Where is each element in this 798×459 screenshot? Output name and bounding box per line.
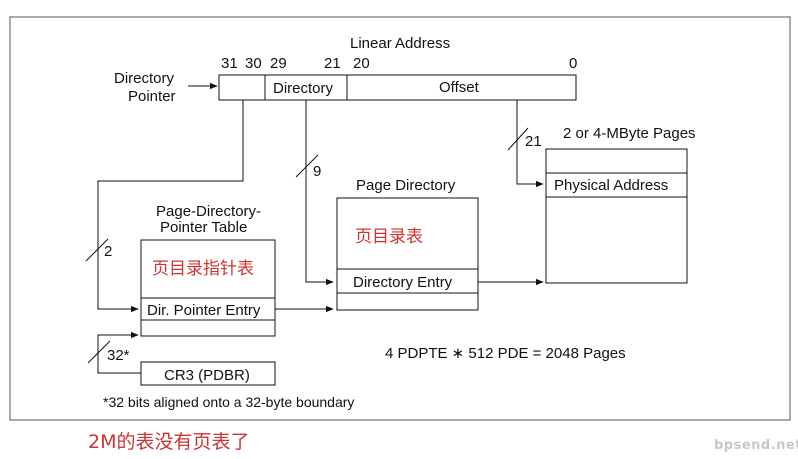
physical-address-label: Physical Address — [554, 177, 668, 194]
width-21-tick — [507, 127, 529, 151]
width-2-label: 2 — [104, 243, 112, 260]
offset-path — [516, 100, 544, 188]
pdpt-title-line1: Page-Directory- — [156, 203, 261, 220]
diagram-frame — [9, 16, 791, 421]
pointer-index-path — [97, 100, 244, 313]
pdpt-title-line2: Pointer Table — [160, 219, 247, 236]
pages-formula: 4 PDPTE ∗ 512 PDE = 2048 Pages — [385, 345, 626, 362]
alignment-footnote: *32 bits aligned onto a 32-byte boundary — [103, 394, 354, 410]
pdpt-table — [140, 239, 276, 337]
width-21-label: 21 — [525, 133, 542, 150]
offset-field-label: Offset — [439, 79, 480, 96]
pdpt-annotation: 页目录指针表 — [152, 259, 254, 278]
linear-address-title: Linear Address — [350, 35, 450, 52]
page-frame — [545, 148, 688, 284]
page-directory-table — [336, 197, 479, 311]
pdpt-entry-label: Dir. Pointer Entry — [147, 302, 261, 319]
cr3-label: CR3 (PDBR) — [164, 367, 250, 384]
directory-pointer-label-line2: Pointer — [128, 88, 176, 105]
directory-pointer-label-line1: Directory — [114, 70, 175, 87]
width-9-label: 9 — [313, 163, 321, 180]
width-32-tick — [87, 340, 111, 364]
width-9-tick — [295, 154, 319, 178]
watermark: bpsend.net — [714, 438, 798, 453]
bit-0-label: 0 — [569, 55, 577, 72]
width-2-tick — [85, 238, 109, 262]
cr3-to-pdpt-arrow — [97, 331, 141, 374]
pages-title: 2 or 4-MByte Pages — [563, 125, 696, 142]
bit-20-label: 20 — [353, 55, 370, 72]
page-directory-entry-label: Directory Entry — [353, 274, 453, 291]
caption-note: 2M的表没有页表了 — [88, 431, 250, 453]
bit-31-label: 31 — [221, 55, 238, 72]
linear-address-box — [218, 74, 577, 101]
directory-index-path — [305, 100, 334, 286]
bit-29-label: 29 — [270, 55, 287, 72]
bit-21-label: 21 — [324, 55, 341, 72]
bit-30-label: 30 — [245, 55, 262, 72]
page-directory-annotation: 页目录表 — [355, 227, 423, 246]
page-directory-title: Page Directory — [356, 177, 456, 194]
width-32-label: 32* — [107, 347, 130, 364]
directory-field-label: Directory — [273, 80, 334, 97]
